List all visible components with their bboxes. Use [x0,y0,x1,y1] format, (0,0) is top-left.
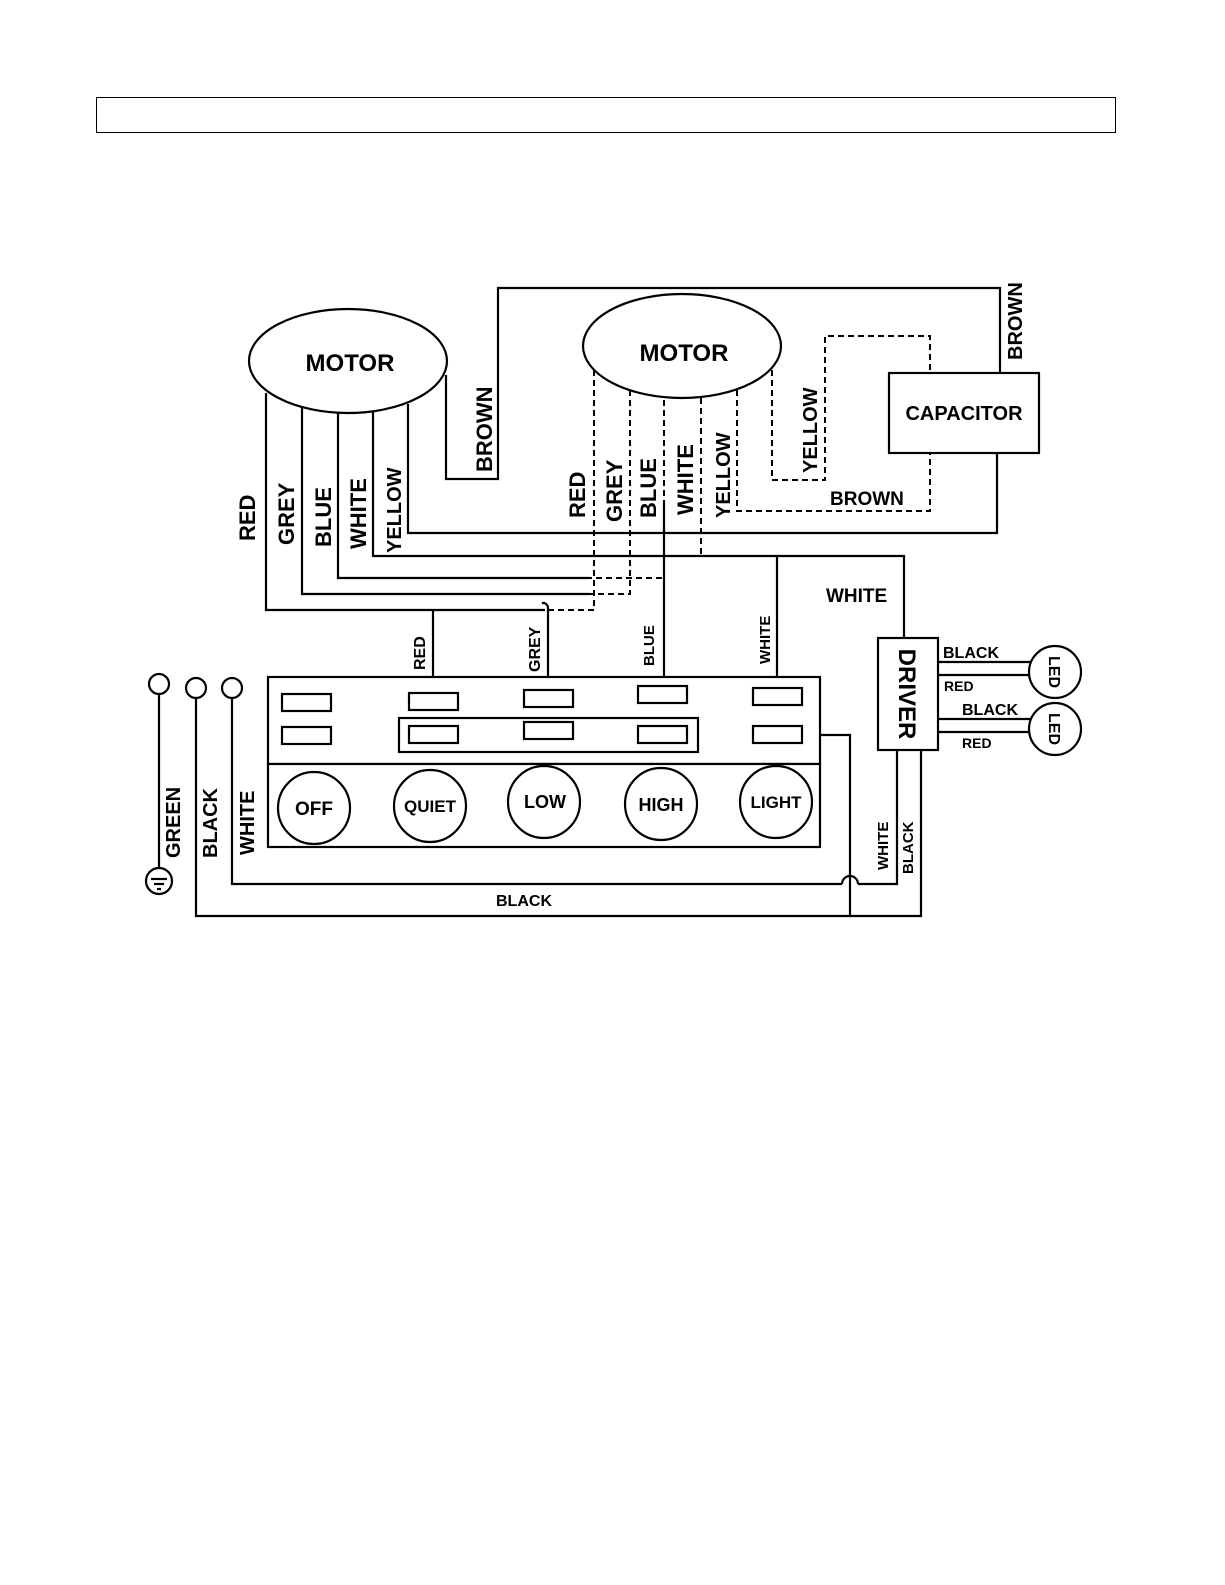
label-led-bottom-black: BLACK [962,702,1018,719]
terminal-8 [524,722,573,739]
motor-left-label: MOTOR [306,350,395,377]
label-cap-yellow: YELLOW [800,387,822,473]
terminal-green [149,674,169,694]
label-led-bottom-red: RED [962,735,992,751]
capacitor-label: CAPACITOR [905,403,1023,425]
label-right-blue: BLUE [636,458,661,518]
terminal-9 [638,726,687,743]
label-switch-blue: BLUE [641,625,658,666]
label-right-grey: GREY [602,459,627,522]
quiet-button-label: QUIET [404,797,457,816]
low-button-label: LOW [524,792,566,812]
wire-left-white [373,411,904,637]
ground-icon [146,868,172,894]
terminal-4 [638,686,687,703]
label-left-yellow: YELLOW [384,467,406,553]
label-supply-green: GREEN [163,787,185,858]
terminal-6 [282,727,331,744]
label-left-red: RED [235,495,260,541]
label-driver-black-out: BLACK [900,821,917,874]
label-cap-brown-top: BROWN [1005,282,1027,360]
wire-left-blue [338,412,590,578]
label-supply-black: BLACK [200,787,222,858]
label-right-red: RED [565,472,590,518]
terminal-black [186,678,206,698]
label-switch-grey: GREY [527,626,544,672]
motor-right-label: MOTOR [640,340,729,367]
led-bottom-label: LED [1045,713,1062,745]
label-right-yellow: YELLOW [713,432,735,518]
label-left-brown: BROWN [472,386,497,472]
label-left-blue: BLUE [311,487,336,547]
label-supply-white: WHITE [237,791,259,855]
terminal-7 [409,726,458,743]
light-button-label: LIGHT [751,793,803,812]
label-cap-brown-bottom: BROWN [830,489,904,510]
off-button-label: OFF [295,799,333,820]
terminal-5 [753,688,802,705]
high-button-label: HIGH [639,795,684,815]
terminal-white [222,678,242,698]
terminal-1 [282,694,331,711]
label-led-top-red: RED [944,678,974,694]
label-driver-white-out: WHITE [875,822,892,870]
label-right-white: WHITE [673,444,698,515]
label-led-top-black: BLACK [943,645,999,662]
terminal-10 [753,726,802,743]
label-left-white: WHITE [346,478,371,549]
led-top-label: LED [1045,656,1062,688]
label-left-grey: GREY [274,482,299,545]
terminal-3 [524,690,573,707]
label-driver-white-in: WHITE [826,586,887,607]
label-switch-red: RED [412,636,429,670]
driver-label: DRIVER [893,649,920,740]
label-switch-white: WHITE [757,616,774,664]
terminal-2 [409,693,458,710]
label-bottom-black: BLACK [496,893,552,910]
